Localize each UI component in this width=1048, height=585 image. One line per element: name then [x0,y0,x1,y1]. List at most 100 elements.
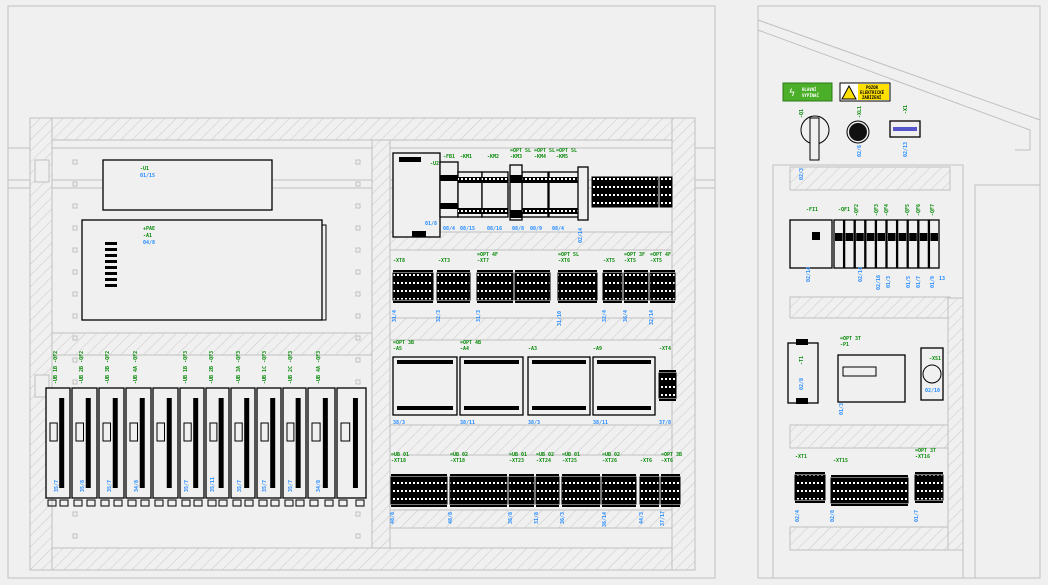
drive-foot [59,499,69,507]
page-reference-label: 04/8 [143,240,155,246]
mounting-hole [72,335,78,341]
page-reference-label: 01/5 [906,276,912,288]
hatched-cable-duct [789,424,951,449]
circuit-breaker [875,219,887,269]
page-reference-label: 35/7 [107,480,113,492]
hatched-cable-duct [371,139,391,549]
breaker-toggle [866,233,875,241]
circuit-breaker [896,219,908,269]
terminal-block [449,476,508,505]
terminal-end [915,501,943,503]
main-switch-handle [809,117,820,161]
terminal-end [450,474,507,476]
breaker-toggle [930,233,938,241]
controller-p1 [837,354,906,403]
servo-drive-module [125,387,152,499]
page-reference-label: 38/3 [393,420,405,426]
vent-slot [105,248,117,251]
page-reference-label: 01/15 [140,173,155,179]
connector-pins [893,127,917,131]
servo-drive-module [71,387,98,499]
mounting-hole [355,379,361,385]
page-reference-label: 36/3 [560,512,566,524]
terminal-end [391,505,447,507]
device-designation-label: -A9 [593,346,602,352]
drive-port [183,422,192,442]
mounting-hole [72,247,78,253]
device-designation-label: -KM2 [487,154,499,160]
drive-foot [284,499,294,507]
label-line: =OPT 5L [556,148,577,154]
terminal-end [558,270,597,272]
label-line: =OPT 4F [650,252,671,258]
device-designation-label: =UB 01-XT23 [509,452,527,464]
device-designation-label: -QF1 [838,207,850,213]
drive-foot [355,499,365,507]
label-line: -XT16 [915,454,930,460]
device-designation-label: -UB 3B -QF2 [105,351,111,384]
page-reference-label: 36/14 [602,512,608,527]
device-designation-label: -U1 [140,166,149,172]
page-reference-label: 36/4 [623,310,629,322]
page-reference-label: 08/4 [443,226,455,232]
page-reference-label: 02/16 [876,275,882,290]
label-line: =OPT 3F [624,252,645,258]
page-reference-label: 35/11 [210,477,216,492]
label-line: -A5 [393,346,402,352]
socket-xl1 [846,120,870,144]
io-top [397,360,453,364]
drive-connector [193,398,199,488]
terminal-block [649,272,676,301]
mounting-hole [355,357,361,363]
page-reference-label: 02/13 [903,142,909,157]
page-reference-label: 35/7 [237,480,243,492]
device-designation-label: -UB 2B -QF2 [79,351,85,384]
contactor-terminals [549,177,579,183]
hatched-cable-duct [947,297,964,551]
device-designation-label: =UB 02-XT26 [602,452,620,464]
terminal-end [624,270,648,272]
breaker-toggle [919,233,928,241]
terminal-end [659,399,676,401]
sign-text: ELEKTRICKÉ [860,90,885,95]
page-reference-label: 08/15 [460,226,475,232]
device-designation-label: +PAE [143,226,155,232]
io-module [459,356,524,416]
drive-connector [322,398,328,488]
device-designation-label: -A3 [528,346,537,352]
drive-foot [140,499,150,507]
label-line: -XT24 [536,458,551,464]
device-designation-label: -XT5 [603,258,615,264]
hatched-cable-duct [389,509,673,529]
device-designation-label: -T1 [799,356,805,365]
vent-slot [105,260,117,263]
drive-foot [244,499,254,507]
label-line: -XT18 [391,458,406,464]
label-line: =UB 01 [391,452,409,458]
label-line: =OPT 4F [477,252,498,258]
servo-drive-module [282,387,307,499]
mounting-hole [355,533,361,539]
label-line: =OPT 3T [840,336,861,342]
contactor-terminals [522,208,548,214]
page-reference-label: 31/8 [534,512,540,524]
label-line: -XT6 [661,458,673,464]
page-reference-label: 48/8 [390,512,396,524]
terminal-end [795,501,825,503]
mounting-hole [72,225,78,231]
page-reference-label: 01/7 [914,510,920,522]
device-designation-label: =OPT 3B-A5 [393,340,414,352]
hatched-cable-duct [789,526,951,551]
page-reference-label: 01/3 [886,276,892,288]
drive-port [129,422,138,442]
page-reference-label: 48/8 [448,512,454,524]
label-line: -KM3 [510,154,522,160]
servo-drive-module [179,387,205,499]
terminal-end [603,301,622,303]
drive-foot [86,499,96,507]
page-reference-label: 01/9 [930,276,936,288]
device-designation-label: =OPT 5L-XT6 [558,252,579,264]
page-reference-label: 13 [939,276,945,282]
drive-foot [270,499,280,507]
hatched-cable-duct [29,117,53,571]
